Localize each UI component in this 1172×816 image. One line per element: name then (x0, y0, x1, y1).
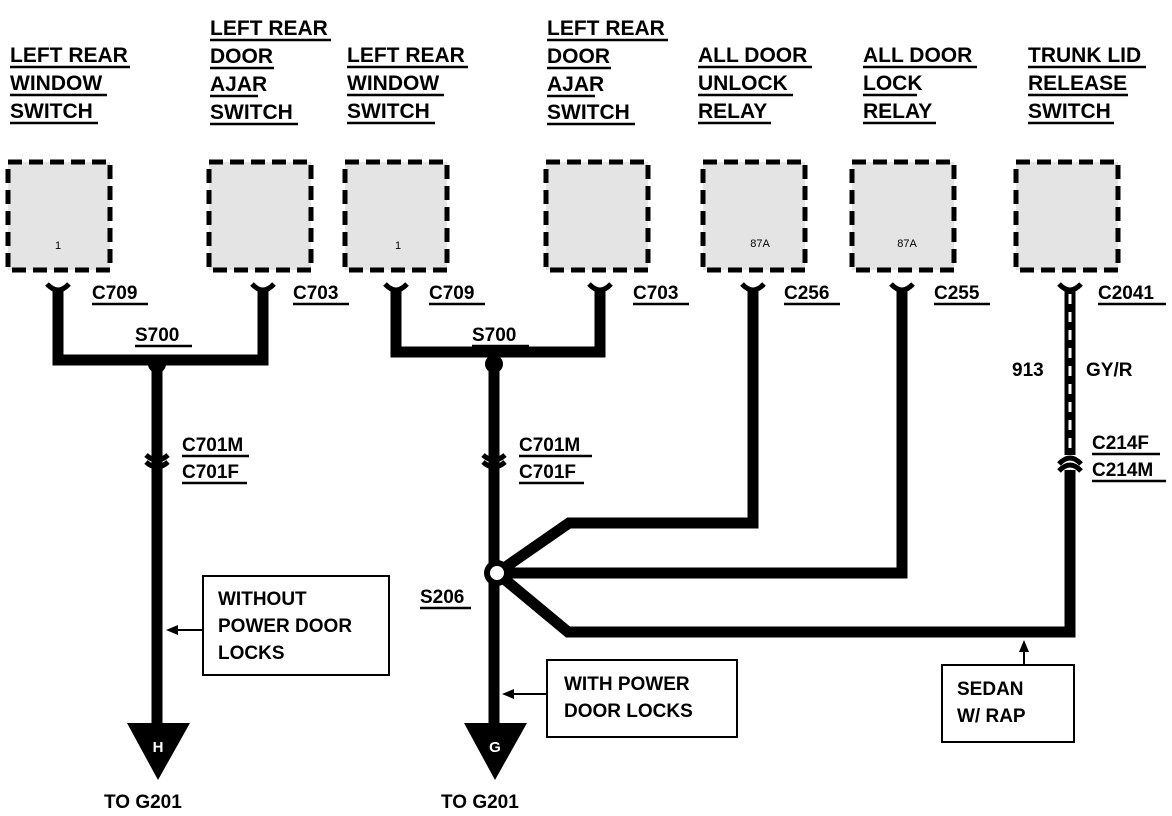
component-title-line: RELEASE (1028, 72, 1127, 95)
connector-label: C709 (92, 283, 137, 304)
component-title-line: RELAY (863, 100, 932, 123)
component-title-line: LEFT REAR (347, 44, 465, 67)
component-title-line: AJAR (547, 73, 604, 96)
note-line: DOOR LOCKS (564, 701, 693, 722)
connector-label: C701M (182, 435, 243, 456)
component-title-line: LEFT REAR (547, 17, 665, 40)
connector-label: C701F (519, 462, 576, 483)
terminal-c703-1 (250, 282, 276, 293)
connector-label: C701M (519, 435, 580, 456)
component-title-line: LEFT REAR (10, 44, 128, 67)
connector-label: C703 (293, 283, 338, 304)
splice-label: S700 (135, 325, 179, 346)
terminal-c255 (889, 282, 915, 293)
ground-label: TO G201 (441, 792, 519, 813)
splice-label: S700 (472, 325, 516, 346)
ground-g: G TO G201 (441, 723, 527, 813)
component-title-line: WINDOW (347, 72, 439, 95)
component-title-line: DOOR (547, 45, 610, 68)
connector-label: C255 (934, 283, 980, 304)
component-box (700, 159, 808, 273)
component-title-line: TRUNK LID (1028, 44, 1141, 67)
component-title-line: SWITCH (210, 101, 293, 124)
terminal-c703-2 (587, 282, 613, 293)
connector-label: C2041 (1098, 283, 1154, 304)
component-title-line: AJAR (210, 73, 267, 96)
connector-label: C709 (429, 283, 474, 304)
splice-s700-left: S700 (135, 325, 192, 373)
wire-circuit-label: 913 (1012, 360, 1044, 381)
ground-h: H TO G201 (104, 723, 190, 813)
component-left-rear-door-ajar-switch-1: LEFT REAR DOOR AJAR SWITCH C703 (206, 17, 349, 306)
terminal-c709-1 (45, 282, 71, 293)
component-box (849, 159, 957, 273)
note-line: WITH POWER (564, 674, 690, 695)
connector-label: C214F (1092, 433, 1149, 454)
wire-color-label: GY/R (1086, 360, 1133, 381)
connector-terminals (45, 282, 1083, 293)
component-all-door-lock-relay: ALL DOOR LOCK RELAY 87A C255 (849, 44, 990, 306)
component-title-line: ALL DOOR (863, 44, 972, 67)
splice-s700-middle: S700 (472, 325, 529, 373)
component-title-line: LOCK (863, 72, 923, 95)
ground-letter: G (489, 739, 501, 756)
ground-letter: H (153, 739, 164, 756)
inline-connector-c701-left: C701M C701F (144, 435, 249, 485)
component-title-line: UNLOCK (698, 72, 788, 95)
component-trunk-lid-release-switch: TRUNK LID RELEASE SWITCH C2041 (1013, 44, 1166, 306)
component-title-line: SWITCH (547, 101, 630, 124)
note-line: W/ RAP (957, 706, 1026, 727)
ground-label: TO G201 (104, 792, 182, 813)
connector-label: C701F (182, 462, 239, 483)
connector-label: C214M (1092, 460, 1153, 481)
note-line: LOCKS (218, 643, 285, 664)
inline-connector-c701-middle: C701M C701F (481, 435, 592, 485)
component-title-line: RELAY (698, 100, 767, 123)
note-line: SEDAN (957, 679, 1024, 700)
component-box (543, 159, 651, 273)
connector-label: C703 (633, 283, 678, 304)
component-box (342, 159, 450, 273)
pin-label: 87A (750, 238, 770, 250)
component-left-rear-door-ajar-switch-2: LEFT REAR DOOR AJAR SWITCH C703 (543, 17, 689, 306)
pin-label: 1 (55, 240, 61, 252)
note-without-power-door-locks: WITHOUT POWER DOOR LOCKS (166, 575, 390, 676)
component-title-line: SWITCH (347, 100, 430, 123)
component-title-line: SWITCH (10, 100, 93, 123)
component-title-line: LEFT REAR (210, 17, 328, 40)
pin-label: 1 (395, 240, 401, 252)
component-box (206, 159, 314, 273)
splice-s206: S206 (420, 560, 510, 610)
pin-label: 87A (897, 238, 917, 250)
component-left-rear-window-switch-2: LEFT REAR WINDOW SWITCH 1 C709 (342, 44, 485, 306)
terminal-c256 (740, 282, 766, 293)
component-box (1013, 159, 1121, 273)
note-line: POWER DOOR (218, 616, 352, 637)
terminal-c709-2 (383, 282, 409, 293)
component-all-door-unlock-relay: ALL DOOR UNLOCK RELAY 87A C256 (698, 44, 840, 306)
component-title-line: SWITCH (1028, 100, 1111, 123)
component-title-line: WINDOW (10, 72, 102, 95)
component-box (5, 159, 113, 273)
note-sedan-w-rap: SEDAN W/ RAP (941, 640, 1075, 743)
component-left-rear-window-switch-1: LEFT REAR WINDOW SWITCH 1 C709 (5, 44, 148, 306)
terminal-c2041 (1057, 282, 1083, 293)
connector-label: C256 (784, 283, 829, 304)
wire-middle-group (390, 290, 1076, 735)
splice-label: S206 (420, 587, 464, 608)
inline-connector-c214: C214F C214M (1057, 433, 1166, 483)
component-title-line: ALL DOOR (698, 44, 807, 67)
component-title-line: DOOR (210, 45, 273, 68)
note-line: WITHOUT (218, 589, 307, 610)
note-with-power-door-locks: WITH POWER DOOR LOCKS (502, 659, 738, 738)
